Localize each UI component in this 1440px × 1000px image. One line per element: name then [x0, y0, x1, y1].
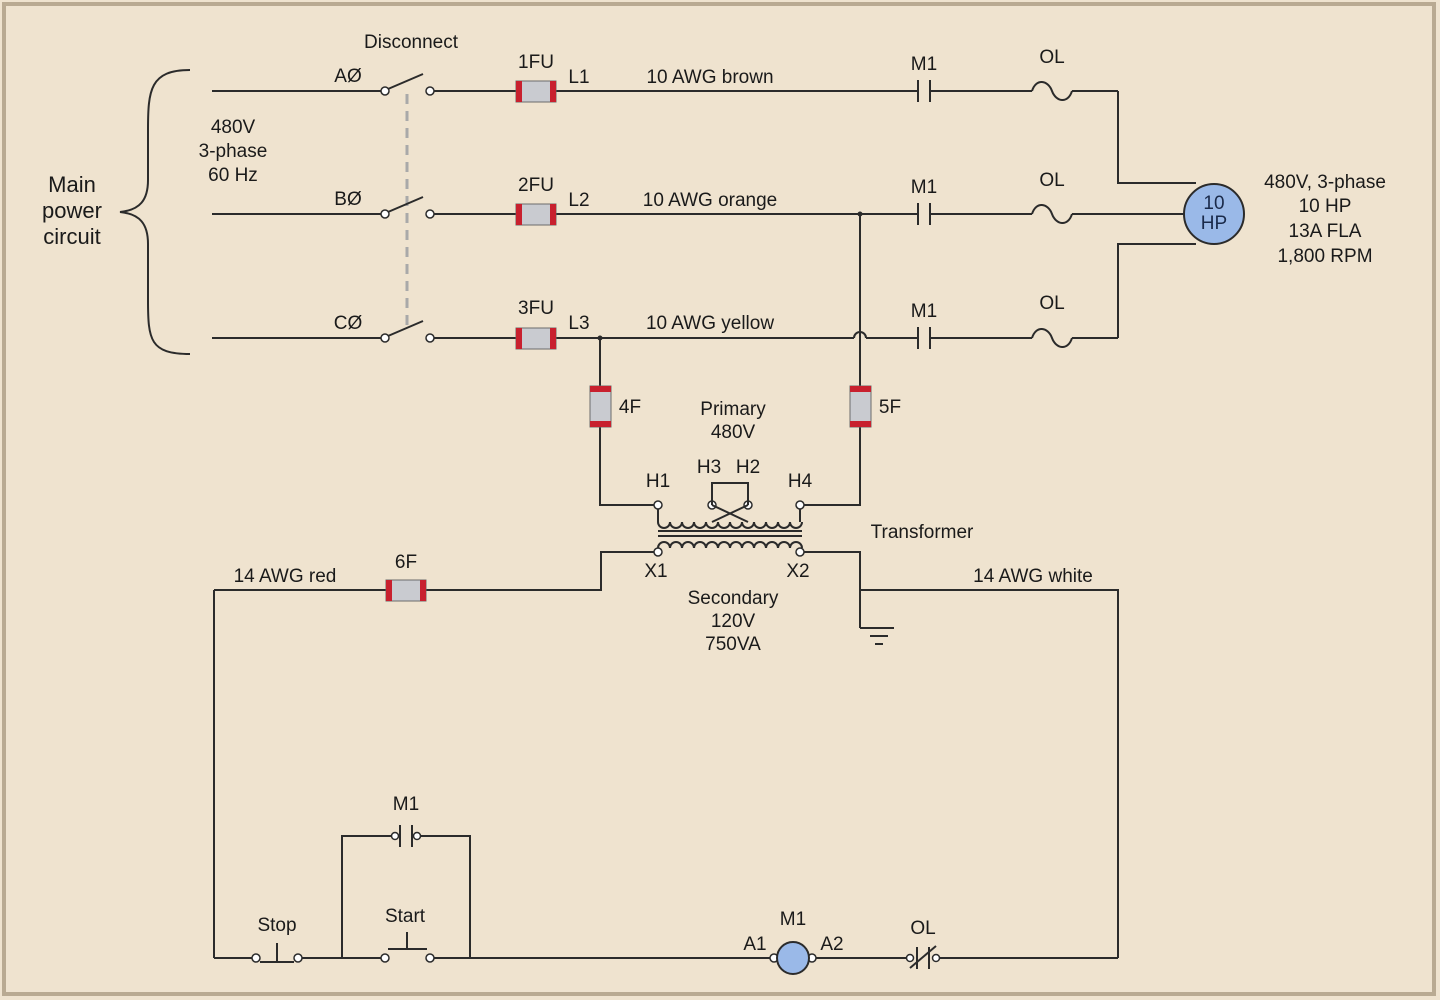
svg-text:Primary: Primary: [700, 399, 766, 420]
transformer-label: Transformer: [871, 522, 974, 543]
svg-text:Secondary: Secondary: [688, 588, 779, 609]
m1-aux-label: M1: [393, 794, 419, 815]
disconnect-switch-a: [380, 73, 435, 96]
overload-a-label: OL: [1039, 47, 1064, 68]
fuse-4f-label: 4F: [619, 397, 641, 418]
terminal-h4-label: H4: [788, 471, 813, 492]
contactor-m1-a: [917, 80, 931, 102]
fuse-5f: [849, 385, 872, 428]
fuse-6f: [385, 579, 427, 602]
overload-nc-label: OL: [910, 918, 935, 939]
overload-b-label: OL: [1039, 170, 1064, 191]
start-button: [380, 932, 435, 963]
overload-c: [1031, 328, 1073, 348]
control-wiring: [213, 551, 1119, 959]
m1-auxiliary-contact: [390, 825, 422, 847]
line-l3-label: L3: [568, 313, 589, 334]
motor-10hp: 10 HP: [1183, 183, 1245, 245]
m1-coil: [769, 941, 817, 975]
stop-button: [251, 943, 303, 963]
terminal-h2-label: H2: [736, 457, 760, 478]
fuse-1fu-label: 1FU: [518, 52, 554, 73]
m1-coil-label: M1: [780, 909, 806, 930]
phase-c-wiring: [212, 331, 1118, 339]
main-power-label: Main power circuit: [42, 172, 102, 249]
svg-text:3-phase: 3-phase: [199, 141, 268, 162]
svg-text:120V: 120V: [711, 611, 756, 632]
svg-text:1,800 RPM: 1,800 RPM: [1277, 246, 1372, 267]
phase-c-label: CØ: [334, 313, 363, 334]
fuse-3fu-label: 3FU: [518, 298, 554, 319]
svg-text:480V: 480V: [711, 422, 756, 443]
phase-a-label: AØ: [334, 66, 362, 87]
supply-label: 480V 3-phase 60 Hz: [199, 117, 268, 186]
terminal-x1-label: X1: [644, 561, 667, 582]
stop-label: Stop: [257, 915, 296, 936]
fuse-1fu: [515, 80, 557, 103]
disconnect-label: Disconnect: [364, 32, 459, 53]
terminal-x2-label: X2: [786, 561, 809, 582]
svg-text:750VA: 750VA: [705, 634, 761, 655]
svg-text:13A FLA: 13A FLA: [1289, 221, 1362, 242]
motor-specs: 480V, 3-phase 10 HP 13A FLA 1,800 RPM: [1264, 172, 1386, 267]
contactor-m1-c: [917, 327, 931, 349]
main-circuit-brace: [119, 69, 191, 355]
fuse-4f: [589, 385, 612, 428]
phase-b-label: BØ: [334, 189, 362, 210]
ground-icon: [860, 627, 894, 645]
contactor-m1-a-label: M1: [911, 54, 937, 75]
wire-white-label: 14 AWG white: [973, 566, 1093, 587]
fuse-6f-label: 6F: [395, 552, 417, 573]
fuse-2fu-label: 2FU: [518, 175, 554, 196]
wire-brown-label: 10 AWG brown: [646, 67, 773, 88]
fuse-2fu: [515, 203, 557, 226]
wire-orange-label: 10 AWG orange: [643, 190, 777, 211]
coil-a2-label: A2: [820, 934, 843, 955]
wire-yellow-label: 10 AWG yellow: [646, 313, 774, 334]
svg-text:Main: Main: [48, 172, 96, 197]
line-l2-label: L2: [568, 190, 589, 211]
transformer-core: [658, 530, 802, 537]
line-l1-label: L1: [568, 67, 589, 88]
svg-text:480V: 480V: [211, 117, 256, 138]
wire-red-label: 14 AWG red: [234, 566, 337, 587]
start-label: Start: [385, 906, 426, 927]
svg-text:power: power: [42, 198, 102, 223]
disconnect-switch-c: [380, 320, 435, 343]
terminal-h1-label: H1: [646, 471, 670, 492]
overload-c-label: OL: [1039, 293, 1064, 314]
svg-text:HP: HP: [1201, 213, 1227, 234]
fuse-3fu: [515, 327, 557, 350]
disconnect-switch-b: [380, 196, 435, 219]
coil-a1-label: A1: [743, 934, 766, 955]
primary-wiring: [597, 211, 863, 506]
overload-a: [1031, 81, 1073, 101]
terminal-h3-label: H3: [697, 457, 721, 478]
svg-text:10: 10: [1203, 193, 1224, 214]
transformer-secondary-winding: [653, 541, 805, 557]
primary-label: Primary 480V: [700, 399, 766, 443]
svg-text:circuit: circuit: [43, 224, 100, 249]
transformer-primary-winding: [653, 482, 805, 529]
contactor-m1-b-label: M1: [911, 177, 937, 198]
overload-b: [1031, 204, 1073, 224]
svg-text:480V, 3-phase: 480V, 3-phase: [1264, 172, 1386, 193]
contactor-m1-b: [917, 203, 931, 225]
fuse-5f-label: 5F: [879, 397, 901, 418]
svg-text:10 HP: 10 HP: [1299, 196, 1352, 217]
contactor-m1-c-label: M1: [911, 301, 937, 322]
secondary-label: Secondary 120V 750VA: [688, 588, 779, 655]
overload-nc-contact: [905, 945, 941, 969]
motor-feeds: [1117, 91, 1196, 338]
svg-text:60 Hz: 60 Hz: [208, 165, 258, 186]
